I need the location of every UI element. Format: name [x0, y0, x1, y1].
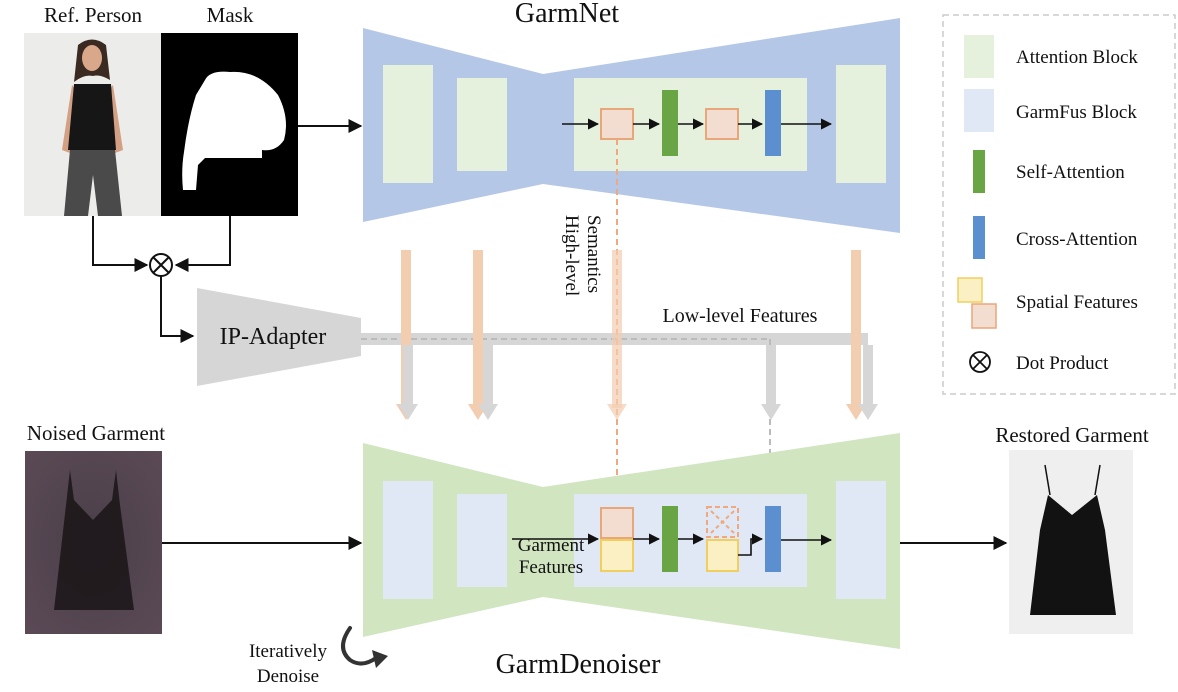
high-level-semantics-label: High-level Semantics: [561, 215, 604, 296]
denoise-label: Denoise: [257, 666, 319, 687]
gray-feature-arrow-4: [858, 345, 878, 420]
iterative-denoise-arrow-icon: [341, 626, 388, 668]
legend-spatial-features-swatch: [957, 277, 997, 329]
high-level-text-line1: High-level: [561, 215, 582, 296]
garmdenoiser-title: GarmDenoiser: [496, 649, 662, 680]
noised-garment-label: Noised Garment: [27, 421, 165, 445]
dot-product-symbol: [149, 253, 173, 277]
legend-self-attention-label: Self-Attention: [1016, 162, 1125, 183]
legend-attention-block-label: Attention Block: [1016, 47, 1138, 68]
low-level-features-label: Low-level Features: [663, 305, 818, 327]
legend-garmfus-block-swatch: [964, 89, 994, 132]
garmnet-title: GarmNet: [515, 0, 619, 29]
denoiser-spatial-feature-yellow-2: [706, 539, 739, 572]
denoiser-spatial-feature-yellow: [600, 539, 634, 572]
ip-adapter-block: [197, 288, 361, 386]
arrow-person-to-dot: [92, 216, 149, 272]
garmnet-attention-block-2: [457, 78, 507, 171]
arrow-mask-to-dot: [174, 216, 231, 272]
ref-person-label: Ref. Person: [44, 3, 142, 27]
legend-garmfus-block-label: GarmFus Block: [1016, 102, 1137, 123]
denoiser-spatial-feature-orange: [600, 507, 634, 539]
legend-dot-product-label: Dot Product: [1016, 353, 1109, 374]
garmnet-spatial-feature-1: [600, 108, 634, 140]
restored-garment-image: [1009, 450, 1133, 634]
noised-garment-image: [25, 451, 162, 634]
denoiser-inner-arrow-3: [738, 533, 764, 556]
garment-features-line1: Garment: [518, 535, 585, 556]
legend-cross-attention-label: Cross-Attention: [1016, 229, 1138, 250]
denoiser-cross-attention: [765, 506, 781, 572]
high-level-text-line2: Semantics: [583, 215, 604, 293]
ip-adapter-label: IP-Adapter: [220, 324, 327, 350]
orange-feature-arrow-3: [607, 250, 627, 420]
garmnet-attention-block-1: [383, 65, 433, 183]
garmnet-spatial-feature-2: [705, 108, 739, 140]
gray-feature-arrow-2: [478, 345, 498, 420]
legend-spatial-features-label: Spatial Features: [1016, 292, 1138, 313]
legend-self-attention-swatch: [973, 150, 985, 193]
denoiser-dropped-spatial-feature: [706, 506, 739, 538]
restored-garment-label: Restored Garment: [995, 423, 1149, 447]
arrow-dot-to-ip-adapter: [160, 276, 195, 343]
legend-box: [942, 14, 1176, 395]
garmnet-self-attention: [662, 90, 678, 156]
garment-features-line2: Features: [519, 557, 583, 578]
mask-image: [161, 33, 298, 216]
gray-feature-arrow-3: [761, 345, 781, 420]
denoiser-garmfus-block-3: [836, 481, 886, 599]
legend-dot-product-icon: [969, 351, 991, 373]
ref-person-image: [24, 33, 161, 216]
iteratively-label: Iteratively: [249, 641, 328, 662]
legend-attention-block-swatch: [964, 35, 994, 78]
garmnet-attention-block-3: [836, 65, 886, 183]
denoiser-garmfus-block-2: [457, 494, 507, 587]
garmnet-cross-attention: [765, 90, 781, 156]
gray-feature-arrow-1: [398, 345, 418, 420]
denoiser-garmfus-block-1: [383, 481, 433, 599]
legend-cross-attention-swatch: [973, 216, 985, 259]
mask-label: Mask: [207, 3, 254, 27]
denoiser-self-attention: [662, 506, 678, 572]
